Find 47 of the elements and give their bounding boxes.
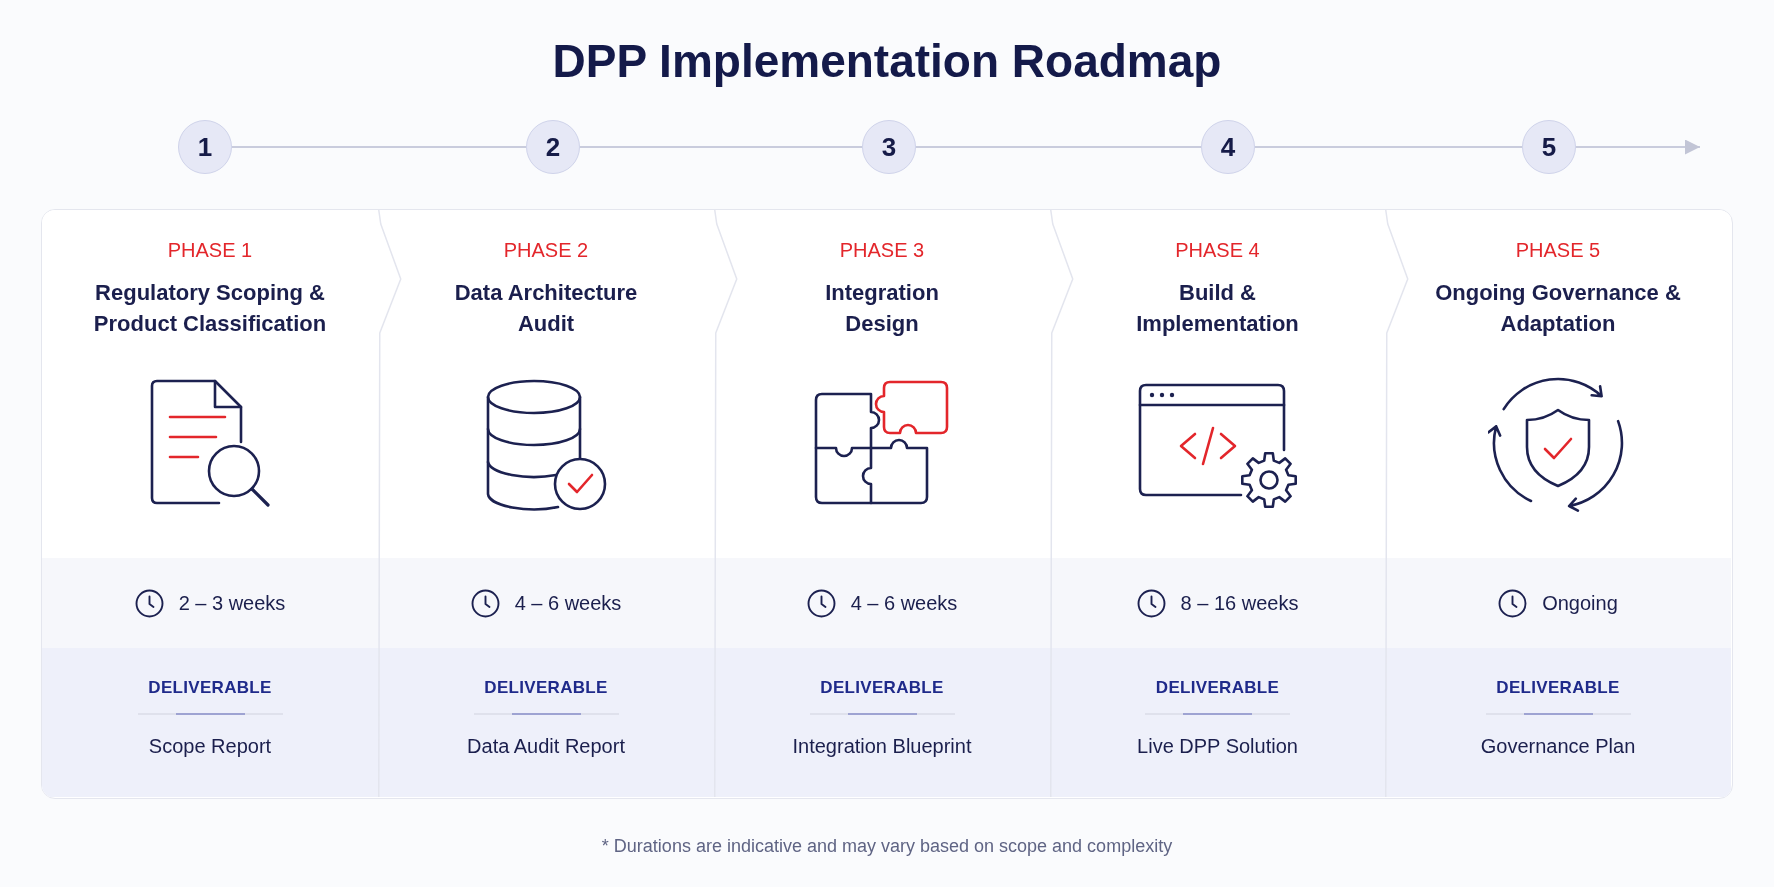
deliverable-label: DELIVERABLE xyxy=(1155,677,1280,699)
phase-card xyxy=(1385,210,1731,797)
title: DPP Implementation Roadmap xyxy=(552,34,1222,89)
phase-card xyxy=(1050,210,1385,797)
deliverable-label: DELIVERABLE xyxy=(484,677,608,699)
timeline-line xyxy=(579,146,863,148)
duration-text: 2 – 3 weeks xyxy=(178,591,286,616)
duration-text: 8 – 16 weeks xyxy=(1180,591,1299,616)
timeline-arrow xyxy=(1575,139,1701,155)
duration-band xyxy=(714,558,1050,648)
deliverable-text: Governance Plan xyxy=(1480,734,1636,759)
timeline-line xyxy=(1254,146,1523,148)
phase-label: PHASE 4 xyxy=(1175,238,1260,263)
phase-card xyxy=(42,210,378,797)
deliverable-label: DELIVERABLE xyxy=(820,677,944,699)
duration-band xyxy=(378,558,714,648)
duration-band xyxy=(1050,558,1385,648)
phase-card xyxy=(378,210,714,797)
duration-text: Ongoing xyxy=(1542,591,1618,616)
phase-label: PHASE 5 xyxy=(1515,238,1601,263)
duration-band xyxy=(42,558,378,648)
duration-band xyxy=(1385,558,1731,648)
phase-label: PHASE 2 xyxy=(503,238,589,263)
phase-card xyxy=(714,210,1050,797)
phase-label: PHASE 1 xyxy=(167,238,253,263)
phase-title: Build & Implementation xyxy=(1135,279,1300,338)
deliverable-label: DELIVERABLE xyxy=(148,677,272,699)
deliverable-text: Scope Report xyxy=(148,734,272,759)
footnote-text: * Durations are indicative and may vary based on scope and complexity xyxy=(601,835,1173,858)
deliverable-band xyxy=(714,648,1050,797)
deliverable-band xyxy=(1050,648,1385,797)
phase-title: Integration Design xyxy=(824,279,940,338)
timeline-line xyxy=(231,146,527,148)
deliverable-text: Live DPP Solution xyxy=(1137,734,1298,759)
deliverable-band xyxy=(1385,648,1731,797)
deliverable-label: DELIVERABLE xyxy=(1496,677,1620,699)
deliverable-text: Integration Blueprint xyxy=(792,734,972,759)
phase-title: Regulatory Scoping & Product Classification xyxy=(92,279,328,338)
timeline-line xyxy=(915,146,1202,148)
duration-text: 4 – 6 weeks xyxy=(514,591,622,616)
deliverable-band xyxy=(378,648,714,797)
phase-title: Ongoing Governance & Adaptation xyxy=(1434,279,1682,338)
phase-title: Data Architecture Audit xyxy=(453,279,639,338)
phase-label: PHASE 3 xyxy=(839,238,925,263)
deliverable-band xyxy=(42,648,378,797)
deliverable-text: Data Audit Report xyxy=(467,734,625,759)
duration-text: 4 – 6 weeks xyxy=(850,591,958,616)
